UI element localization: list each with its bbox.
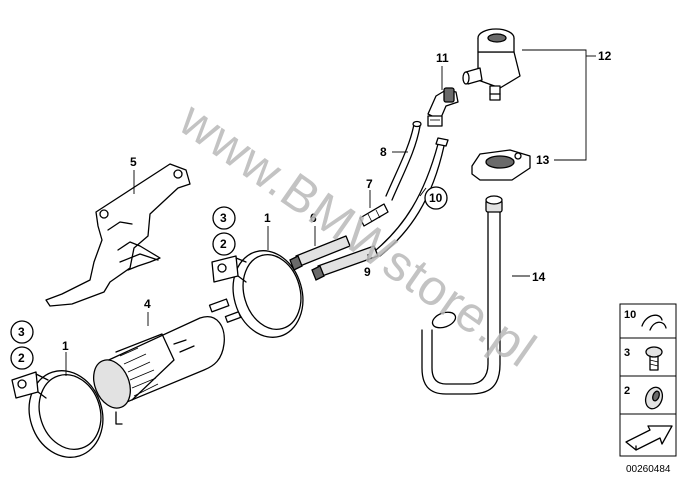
callout-2-right: 2	[220, 237, 227, 251]
callout-circle-10	[424, 186, 448, 210]
side-panel: 10 3 2	[619, 303, 677, 457]
callout-circle-3-left	[10, 320, 34, 344]
hose-part-8	[385, 120, 422, 201]
clip-icon	[641, 314, 667, 331]
callout-13: 13	[536, 153, 550, 167]
callout-5: 5	[130, 155, 137, 169]
clamp-ring-part-1-left	[11, 370, 104, 458]
callout-12: 12	[598, 49, 612, 63]
connector-part-7	[359, 203, 389, 227]
callout-11: 11	[436, 51, 449, 65]
callout-circle-2-left	[10, 346, 34, 370]
callout-10: 10	[429, 191, 443, 205]
callout-14: 14	[532, 270, 546, 284]
callout-circle-2-right	[212, 232, 236, 256]
direction-arrow-icon	[625, 425, 673, 451]
callout-labels: 5 4 1 1 6 7 9 8 11 12 13 14 10 3 2 3 2	[10, 49, 612, 370]
bracket-part-5	[45, 163, 191, 307]
fuel-filter-part-4	[93, 298, 242, 425]
side-item-10: 10	[624, 309, 636, 321]
hose-part-9	[311, 137, 449, 281]
side-item-3: 3	[624, 347, 630, 359]
callout-circle-3-right	[212, 206, 236, 230]
callout-8: 8	[380, 145, 387, 159]
callout-9: 9	[364, 265, 371, 279]
side-item-2: 2	[624, 385, 630, 397]
screw-icon	[645, 346, 663, 371]
grommet-icon	[644, 386, 664, 410]
valve-part-12	[462, 28, 521, 101]
callout-3-left: 3	[18, 325, 25, 339]
clamp-ring-part-1-right	[211, 250, 304, 338]
leader-lines	[65, 49, 596, 376]
hose-part-6	[289, 235, 351, 271]
callout-1-left: 1	[62, 339, 69, 353]
callout-1-right: 1	[264, 211, 271, 225]
callout-3-right: 3	[220, 211, 227, 225]
callout-4: 4	[144, 297, 151, 311]
callout-6: 6	[310, 211, 317, 225]
pipe-part-14	[421, 195, 503, 395]
elbow-part-11	[427, 87, 459, 127]
callout-2-left: 2	[18, 351, 25, 365]
ring-part-13	[471, 149, 531, 181]
reference-number: 00260484	[626, 464, 671, 475]
callout-7: 7	[366, 177, 373, 191]
